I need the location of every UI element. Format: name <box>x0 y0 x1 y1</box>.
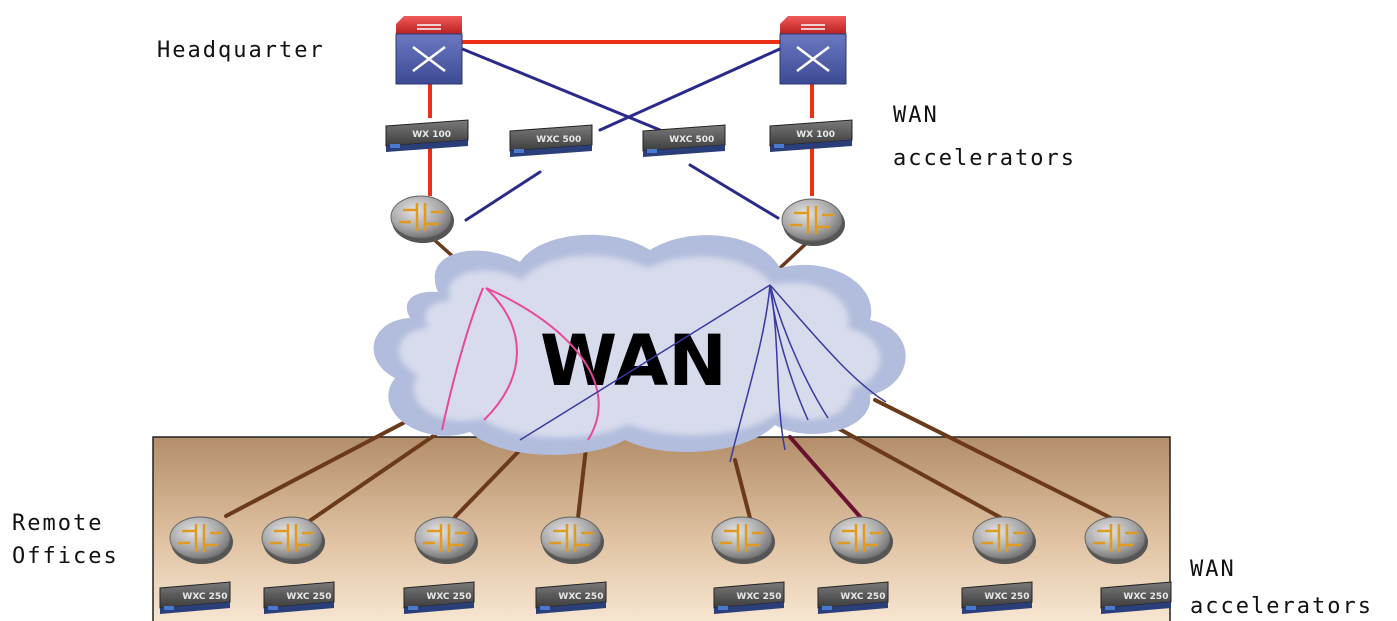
wan-accelerator-icon: WX 100 <box>385 119 469 152</box>
wan-accelerator-icon: WXC 250 <box>535 581 607 614</box>
accelerator-model: WX 100 <box>796 130 835 140</box>
wan-accelerator-icon: WXC 250 <box>403 581 475 614</box>
router-icon <box>711 516 775 564</box>
wan-accelerator-icon: WXC 250 <box>817 581 889 614</box>
blue-paths <box>519 284 887 463</box>
remote-links <box>224 398 1117 524</box>
wan-accelerator-icon: WXC 250 <box>263 581 335 614</box>
wan-accelerator-icon: WXC 500 <box>642 124 726 157</box>
wan-accelerators-top-line2: accelerators <box>893 146 1076 171</box>
highlight-link <box>788 435 864 521</box>
wan-accelerator-icon: WXC 250 <box>713 581 785 614</box>
wan-accelerator-icon: WXC 250 <box>159 581 231 614</box>
accelerator-model: WXC 250 <box>182 592 227 602</box>
accelerator-model: WXC 250 <box>736 592 781 602</box>
accelerator-model: WXC 250 <box>426 592 471 602</box>
accelerator-model: WXC 250 <box>286 592 331 602</box>
router-icon <box>390 195 454 243</box>
hq-routers <box>390 195 845 246</box>
pink-paths <box>441 287 600 441</box>
accelerator-model: WX 100 <box>412 130 451 140</box>
switch-icon <box>395 16 463 85</box>
remote-routers <box>169 516 1148 564</box>
accelerator-model: WXC 250 <box>558 592 603 602</box>
hq-cross-links <box>458 46 784 222</box>
accelerator-model: WXC 250 <box>840 592 885 602</box>
wan-accelerators-bottom-line1: WAN <box>1190 557 1236 582</box>
router-icon <box>972 516 1036 564</box>
switch-icon <box>779 16 847 85</box>
accelerator-model: WXC 500 <box>669 135 714 145</box>
remote-accelerators: WXC 250 WXC 250 WXC 250 WXC 250 WXC 250 WXC 2… <box>159 581 1172 614</box>
wan-accelerator-icon: WXC 250 <box>1100 581 1172 614</box>
router-icon <box>414 516 478 564</box>
accelerator-model: WXC 250 <box>1123 592 1168 602</box>
router-icon <box>261 516 325 564</box>
wan-accelerator-icon: WX 100 <box>769 119 853 152</box>
wan-accelerator-icon: WXC 500 <box>509 124 593 157</box>
accelerator-model: WXC 500 <box>536 135 581 145</box>
cloud-label: WAN <box>540 320 727 402</box>
accelerator-model: WXC 250 <box>984 592 1029 602</box>
wan-accelerators-top-line1: WAN <box>893 103 939 128</box>
router-icon <box>1084 516 1148 564</box>
wan-accelerator-icon: WXC 250 <box>961 581 1033 614</box>
wan-accelerators-bottom-line2: accelerators <box>1190 594 1373 619</box>
remote-offices-line2: Offices <box>12 544 119 569</box>
router-icon <box>829 516 893 564</box>
cloud-icon: WAN <box>373 234 906 455</box>
headquarter-label: Headquarter <box>157 38 325 63</box>
router-icon <box>540 516 604 564</box>
router-icon <box>169 516 233 564</box>
hq-vertical-links <box>428 68 814 196</box>
router-icon <box>781 198 845 246</box>
remote-offices-line1: Remote <box>12 511 103 536</box>
